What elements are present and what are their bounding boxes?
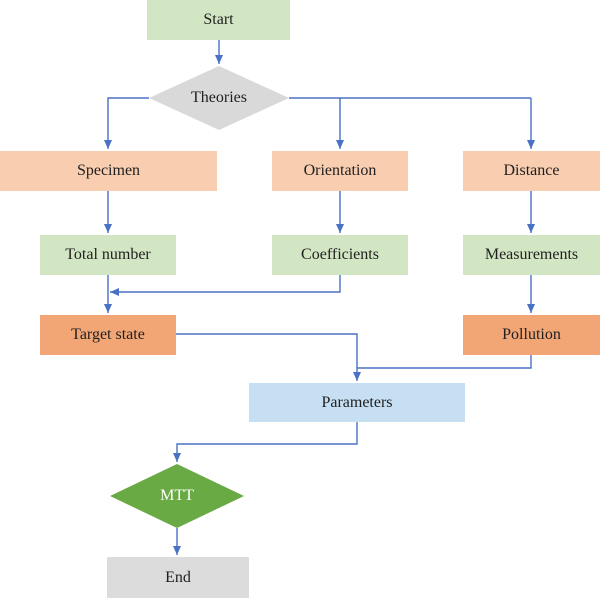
total-number-node: Total number bbox=[40, 235, 176, 275]
mtt-diamond bbox=[110, 464, 244, 528]
theories-diamond bbox=[149, 66, 289, 130]
distance-node: Distance bbox=[463, 151, 600, 191]
orientation-label: Orientation bbox=[303, 162, 377, 179]
measurements-label: Measurements bbox=[484, 246, 579, 263]
pollution-label: Pollution bbox=[502, 326, 561, 343]
theories-label: Theories bbox=[191, 89, 247, 106]
arrow-pollution-parameters bbox=[357, 355, 532, 369]
pollution-node: Pollution bbox=[463, 315, 600, 355]
target-state-label: Target state bbox=[71, 326, 145, 343]
coefficients-node: Coefficients bbox=[272, 235, 408, 275]
arrow-parameters-mtt bbox=[173, 422, 358, 462]
arrow-theories-specimen bbox=[104, 97, 149, 149]
end-label: End bbox=[165, 568, 191, 586]
parameters-label: Parameters bbox=[321, 393, 393, 411]
arrow-target-parameters bbox=[176, 333, 361, 381]
specimen-label: Specimen bbox=[76, 162, 141, 179]
measurements-node: Measurements bbox=[463, 235, 600, 275]
specimen-node: Specimen bbox=[0, 151, 217, 191]
start-node: Start bbox=[147, 0, 290, 40]
start-label: Start bbox=[203, 11, 234, 28]
coefficients-label: Coefficients bbox=[301, 246, 379, 263]
arrow-coefficients-merge bbox=[110, 275, 341, 296]
parameters-node: Parameters bbox=[249, 383, 465, 422]
end-node: End bbox=[107, 557, 249, 598]
distance-label: Distance bbox=[503, 162, 560, 179]
total-number-label: Total number bbox=[65, 246, 151, 263]
mtt-label: MTT bbox=[160, 487, 194, 504]
target-state-node: Target state bbox=[40, 315, 176, 355]
orientation-node: Orientation bbox=[272, 151, 408, 191]
